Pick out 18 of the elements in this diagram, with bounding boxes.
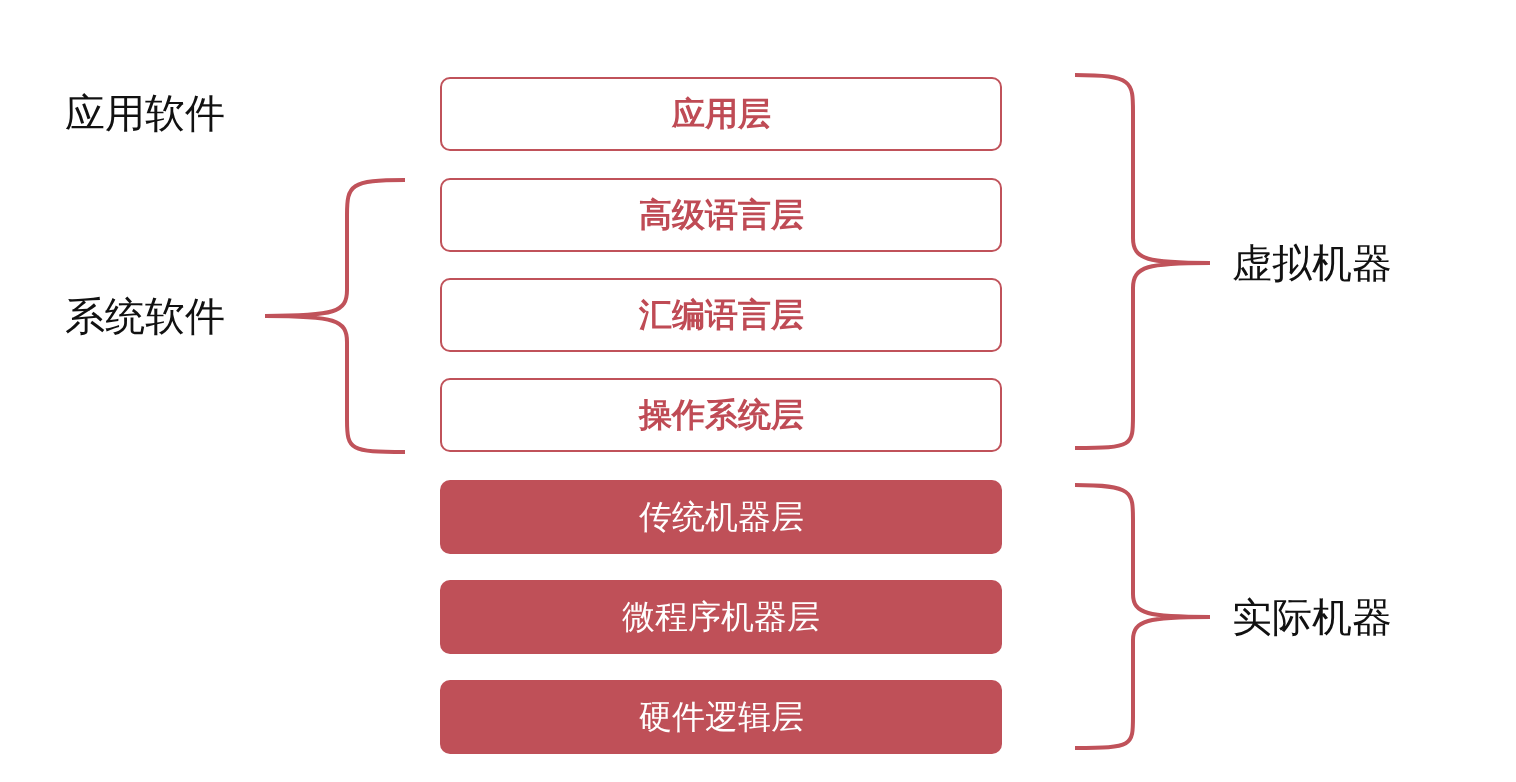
layer-box bbox=[440, 77, 1002, 151]
layer-name: 传统机器层 bbox=[638, 495, 804, 538]
layer-name: 硬件逻辑层 bbox=[638, 695, 804, 738]
layer-name: 汇编语言层 bbox=[638, 293, 804, 336]
layer-box bbox=[440, 680, 1002, 754]
layer-box bbox=[440, 178, 1002, 252]
group-label: 系统软件 bbox=[65, 291, 225, 341]
group-label: 实际机器 bbox=[1232, 592, 1392, 642]
layer-box bbox=[440, 480, 1002, 554]
layer-name: 高级语言层 bbox=[638, 193, 804, 236]
layer-name: 操作系统层 bbox=[638, 393, 804, 436]
layer-name: 应用层 bbox=[671, 92, 771, 135]
layer-box bbox=[440, 580, 1002, 654]
layer-box bbox=[440, 378, 1002, 452]
group-label: 应用软件 bbox=[65, 88, 225, 138]
group-label: 虚拟机器 bbox=[1232, 238, 1392, 288]
layer-name: 微程序机器层 bbox=[622, 595, 820, 638]
layer-box bbox=[440, 278, 1002, 352]
